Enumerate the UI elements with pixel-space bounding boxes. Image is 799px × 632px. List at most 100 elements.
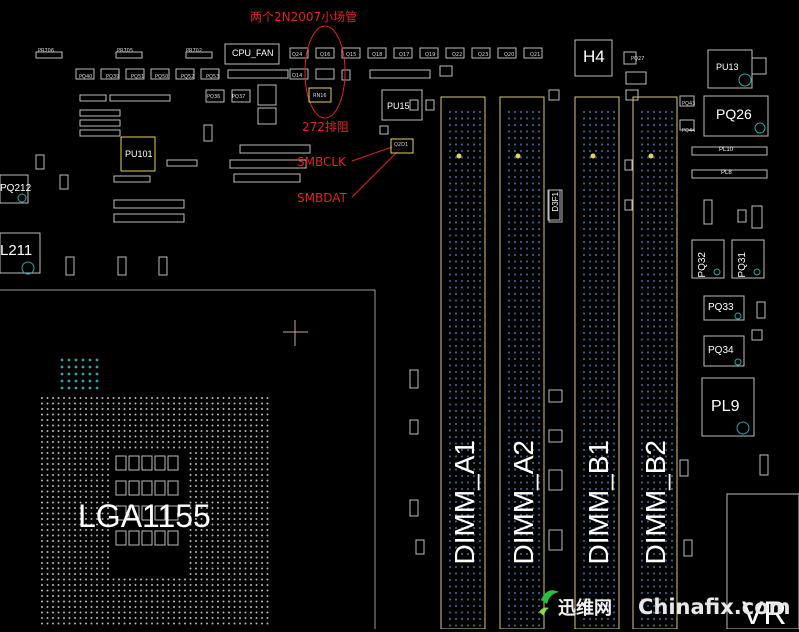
dimm-pin <box>537 117 541 120</box>
socket-pin <box>57 611 60 614</box>
dimm-pin <box>537 331 541 335</box>
dimm-pin <box>646 234 650 237</box>
socket-pin <box>112 430 115 432</box>
dimm-pin <box>670 201 674 205</box>
dimm-pin <box>640 149 644 153</box>
dimm-pin <box>478 422 482 426</box>
dimm-pin <box>454 565 458 569</box>
socket-pin <box>228 595 230 597</box>
dimm-pin <box>664 377 668 380</box>
dimm-pin <box>519 507 523 510</box>
socket-pin <box>167 435 170 438</box>
socket-pin <box>52 584 54 586</box>
socket-pin <box>239 435 241 438</box>
dimm-pin <box>537 455 541 458</box>
socket-pin <box>52 562 54 564</box>
dimm-pin <box>478 611 482 614</box>
socket-pin <box>261 490 263 493</box>
socket-pin <box>140 430 142 432</box>
dimm-pin <box>448 227 452 231</box>
dimm-pin <box>594 247 598 250</box>
dimm-pin <box>513 455 517 458</box>
socket-pin <box>96 496 98 498</box>
dimm-pin <box>664 611 668 614</box>
socket-pin <box>206 573 208 575</box>
socket-pin <box>239 397 241 399</box>
socket-pin <box>266 562 269 564</box>
socket-pin <box>233 584 236 586</box>
dimm-pin <box>460 526 464 530</box>
socket-pin <box>41 501 43 504</box>
dimm-pin <box>640 364 644 367</box>
dimm-pin <box>600 383 604 387</box>
socket-pin <box>233 523 236 526</box>
dimm-pin <box>646 455 650 458</box>
socket-pin <box>85 622 87 625</box>
highlighted-chips <box>120 87 414 172</box>
dimm-pin <box>640 435 644 439</box>
dimm-pin <box>454 364 458 367</box>
socket-pin <box>52 507 54 509</box>
socket-pin <box>189 556 192 559</box>
dimm-pin <box>664 604 668 608</box>
dimm-pin <box>612 286 616 289</box>
socket-pin <box>173 589 175 592</box>
dimm-pin <box>640 351 644 354</box>
dimm-pin <box>600 442 604 445</box>
socket-pin <box>96 452 98 454</box>
dimm-pin <box>594 201 598 205</box>
dimm-pin <box>513 494 517 497</box>
socket-pin <box>239 523 241 526</box>
socket-pin <box>233 496 236 498</box>
socket-pin <box>107 589 109 592</box>
dimm-pin <box>606 481 610 484</box>
dimm-pin <box>472 318 476 322</box>
dimm-pin <box>652 565 656 569</box>
dimm-pin <box>582 130 586 133</box>
socket-pin <box>200 523 203 526</box>
dimm-pin <box>448 318 452 322</box>
socket-pin <box>85 600 87 603</box>
dimm-pin <box>652 468 656 471</box>
socket-pin <box>250 441 252 443</box>
dimm-pin <box>664 539 668 543</box>
socket-pin <box>151 600 153 603</box>
dimm-pin <box>472 234 476 237</box>
dimm-pin <box>460 208 464 211</box>
socket-pin <box>239 545 241 548</box>
dimm-pin <box>606 338 610 341</box>
dimm-pin <box>588 208 592 211</box>
socket-pin <box>107 611 109 614</box>
dimm-pin <box>472 591 476 595</box>
dimm-pin <box>472 299 476 302</box>
dimm-pin <box>454 201 458 205</box>
dimm-pin <box>664 253 668 257</box>
socket-pin <box>250 490 252 493</box>
dimm-pin <box>531 390 535 393</box>
dimm-pin <box>460 370 464 374</box>
socket-pin <box>217 600 219 603</box>
smd-pad <box>547 189 561 221</box>
dimm-pin <box>594 598 598 601</box>
dimm-pin <box>612 130 616 133</box>
socket-pin <box>189 424 192 427</box>
rn-pack-body <box>390 138 414 154</box>
dimm-pin <box>460 344 464 348</box>
dimm-pin <box>460 565 464 569</box>
socket-pin <box>90 518 93 520</box>
dimm-pin <box>448 416 452 419</box>
dimm-pin <box>600 325 604 328</box>
pq32-label: PQ32 <box>697 252 708 278</box>
socket-pin <box>57 441 60 443</box>
socket-pin <box>63 435 65 438</box>
dimm-pin <box>646 624 650 627</box>
socket-pin <box>57 512 60 515</box>
dimm-pin <box>448 214 452 218</box>
socket-pin <box>239 408 241 410</box>
smd-pad <box>229 159 307 169</box>
pl9-label: PL9 <box>711 398 740 415</box>
dimm-pin <box>472 448 476 452</box>
dimm-pin <box>664 500 668 504</box>
dimm-pin <box>460 331 464 335</box>
socket-pin <box>68 611 71 614</box>
